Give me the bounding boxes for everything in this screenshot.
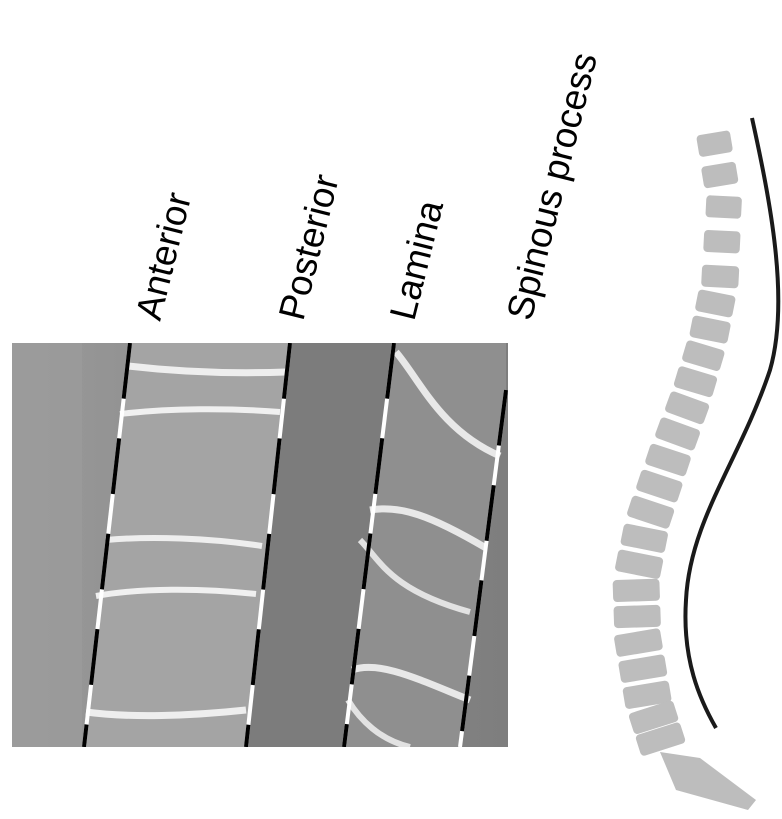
vertebra-block: [701, 161, 739, 188]
spine-schematic: [613, 130, 756, 810]
vertebra-block: [614, 549, 663, 580]
vertebra-block: [695, 289, 737, 318]
label-lamina: Lamina: [382, 196, 451, 324]
vertebra-block: [620, 523, 669, 553]
vertebra-block: [701, 265, 739, 289]
sacrum: [660, 752, 756, 810]
vertebra-block: [696, 130, 733, 157]
label-anterior: Anterior: [128, 188, 199, 324]
vertebra-block: [613, 579, 661, 603]
ct-image-panel: [12, 343, 508, 747]
vertebra-block: [613, 605, 661, 629]
vertebra-block: [703, 230, 740, 254]
label-spinous-process: Spinous process: [499, 49, 605, 324]
vertebra-block: [689, 315, 731, 344]
vertebra-block: [705, 195, 742, 219]
vertebra-block: [681, 339, 725, 371]
label-posterior: Posterior: [271, 170, 347, 324]
vertebra-block: [614, 628, 664, 657]
vertebra-block: [618, 654, 668, 683]
vertebra-block: [673, 365, 718, 398]
